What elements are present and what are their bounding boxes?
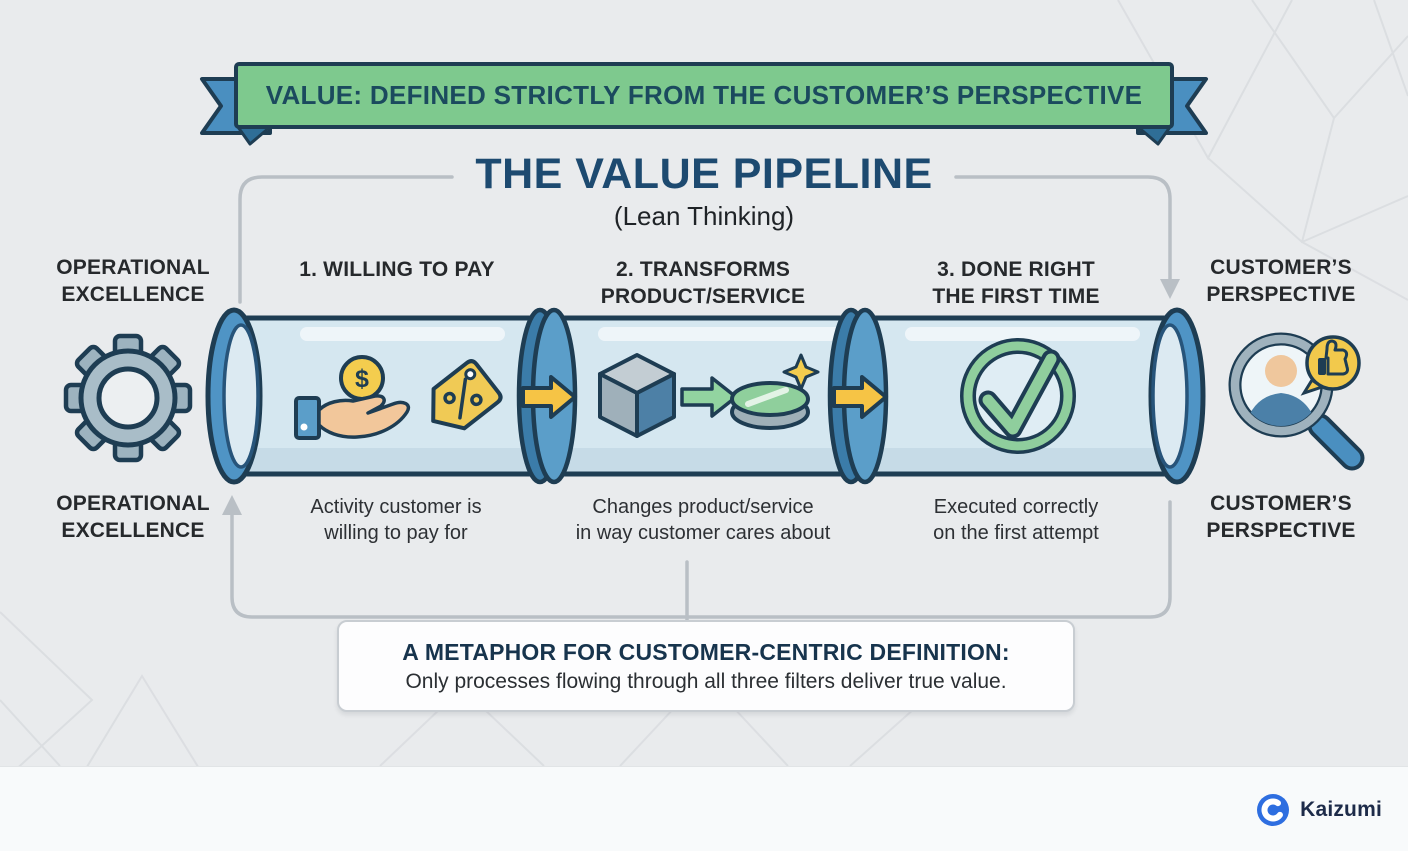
metaphor-body: Only processes flowing through all three… bbox=[405, 669, 1007, 693]
checkmark-icon bbox=[960, 338, 1076, 454]
bracket-down-arrowhead bbox=[1160, 279, 1180, 299]
pipe-ring-left bbox=[205, 307, 263, 485]
page-title: THE VALUE PIPELINE bbox=[475, 150, 933, 198]
metaphor-box: A METAPHOR FOR CUSTOMER-CENTRIC DEFINITI… bbox=[337, 620, 1075, 712]
label-operational-excellence-top: OPERATIONAL EXCELLENCE bbox=[56, 256, 210, 306]
stage-2-label: 2. TRANSFORMS PRODUCT/SERVICE bbox=[600, 258, 806, 308]
gear-icon bbox=[63, 333, 193, 463]
page-subtitle: (Lean Thinking) bbox=[613, 201, 795, 231]
bracket-top bbox=[238, 175, 1172, 304]
price-tag-icon bbox=[431, 359, 503, 431]
transform-arrow-icon bbox=[680, 376, 738, 418]
label-customer-perspective-bottom: CUSTOMER’S PERSPECTIVE bbox=[1206, 492, 1356, 542]
stage-3-description: Executed correctly on the first attempt bbox=[933, 496, 1099, 544]
stage-2-description: Changes product/service in way customer … bbox=[575, 496, 831, 544]
flow-arrow-icon-2 bbox=[832, 375, 888, 419]
metaphor-heading: A METAPHOR FOR CUSTOMER-CENTRIC DEFINITI… bbox=[402, 638, 1010, 665]
label-operational-excellence-bottom: OPERATIONAL EXCELLENCE bbox=[56, 492, 210, 542]
footer-bar: Kaizumi bbox=[0, 766, 1408, 851]
brand-name: Kaizumi bbox=[1300, 797, 1382, 821]
kaizumi-logo-icon bbox=[1257, 793, 1290, 826]
stage-3-label: 3. DONE RIGHT THE FIRST TIME bbox=[932, 258, 1100, 308]
bracket-up-arrowhead bbox=[222, 495, 242, 515]
label-customer-perspective-top: CUSTOMER’S PERSPECTIVE bbox=[1206, 256, 1356, 306]
stage-1-description: Activity customer is willing to pay for bbox=[310, 496, 482, 544]
coin-sparkle-icon bbox=[730, 353, 820, 430]
brand-logo: Kaizumi bbox=[1255, 792, 1382, 828]
pipe-ring-right bbox=[1148, 307, 1206, 485]
hand-coin-icon: $ bbox=[294, 355, 411, 440]
dollar-symbol: $ bbox=[355, 365, 369, 393]
thumbs-up-icon bbox=[1300, 335, 1361, 396]
banner-text: VALUE: DEFINED STRICTLY FROM THE CUSTOME… bbox=[265, 80, 1143, 110]
cube-icon bbox=[598, 353, 676, 438]
bracket-bottom bbox=[230, 500, 1172, 622]
stage-1-label: 1. WILLING TO PAY bbox=[299, 258, 495, 281]
ribbon-banner bbox=[200, 62, 1208, 146]
flow-arrow-icon-1 bbox=[521, 375, 577, 419]
